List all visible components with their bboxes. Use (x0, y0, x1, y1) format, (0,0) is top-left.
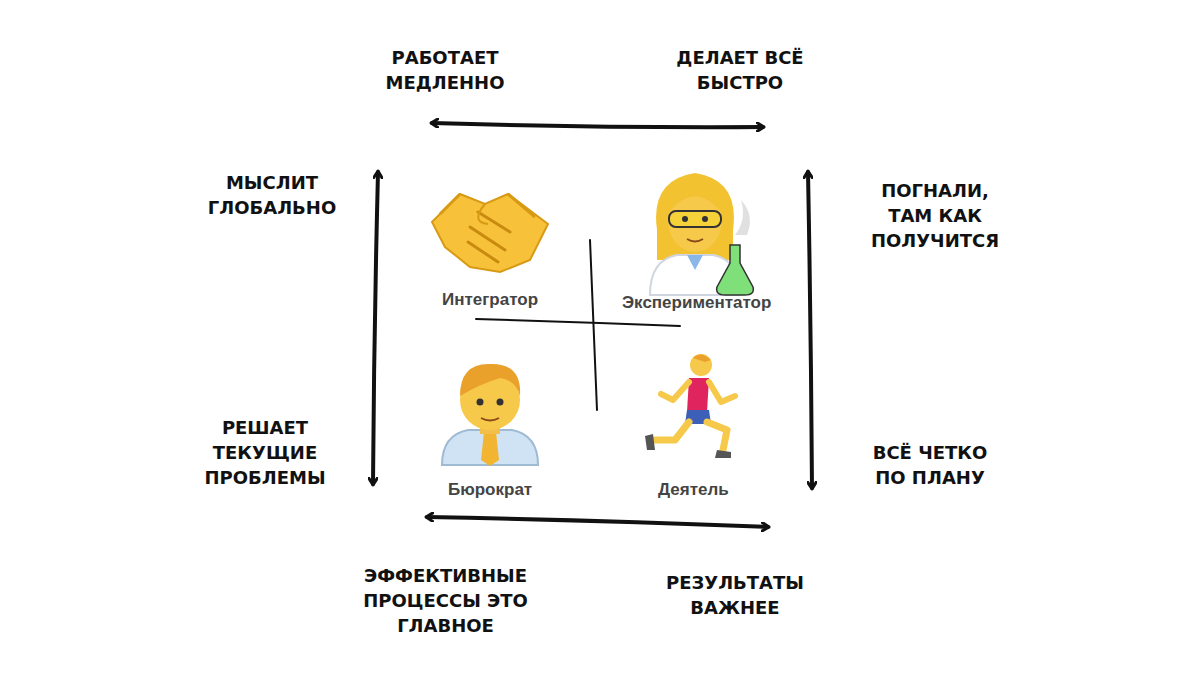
axis-label: ДЕЛАЕТ ВСЁ БЫСТРО (665, 45, 815, 95)
role-name: Интегратор (442, 290, 538, 310)
office-worker-icon (442, 364, 538, 466)
runner-icon (645, 354, 735, 458)
role-name: Бюрократ (448, 480, 532, 500)
role-name: Экспериментатор (622, 293, 771, 313)
axis-arrows (373, 123, 812, 527)
axis-label: РАБОТАЕТ МЕДЛЕННО (380, 45, 510, 95)
axis-label: МЫСЛИТ ГЛОБАЛЬНО (207, 170, 337, 220)
handshake-icon (432, 194, 548, 272)
axis-label: ВСЁ ЧЕТКО ПО ПЛАНУ (860, 440, 1000, 490)
axis-label: ЭФФЕКТИВНЫЕ ПРОЦЕССЫ ЭТО ГЛАВНОЕ (358, 563, 533, 638)
axis-label: ПОГНАЛИ, ТАМ КАК ПОЛУЧИТСЯ (860, 178, 1010, 253)
axis-label: РЕШАЕТ ТЕКУЩИЕ ПРОБЛЕМЫ (195, 415, 335, 490)
role-name: Деятель (658, 480, 729, 500)
axis-label: РЕЗУЛЬТАТЫ ВАЖНЕЕ (660, 570, 810, 620)
scientist-icon (650, 173, 753, 295)
